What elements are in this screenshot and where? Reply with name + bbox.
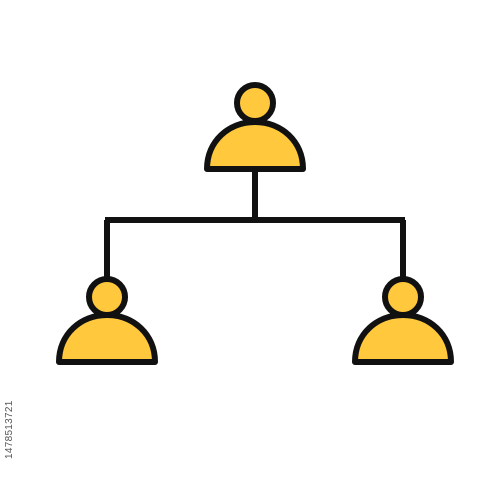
person-head [382,276,424,318]
person-icon [56,276,158,365]
person-body [56,312,158,365]
person-body [352,312,454,365]
person-icon [204,82,306,172]
connector-lines [104,170,406,278]
stock-id-label: 1478513721 [4,400,15,460]
person-icon [352,276,454,365]
person-body [204,119,306,172]
person-head [234,82,276,124]
person-head [86,276,128,318]
